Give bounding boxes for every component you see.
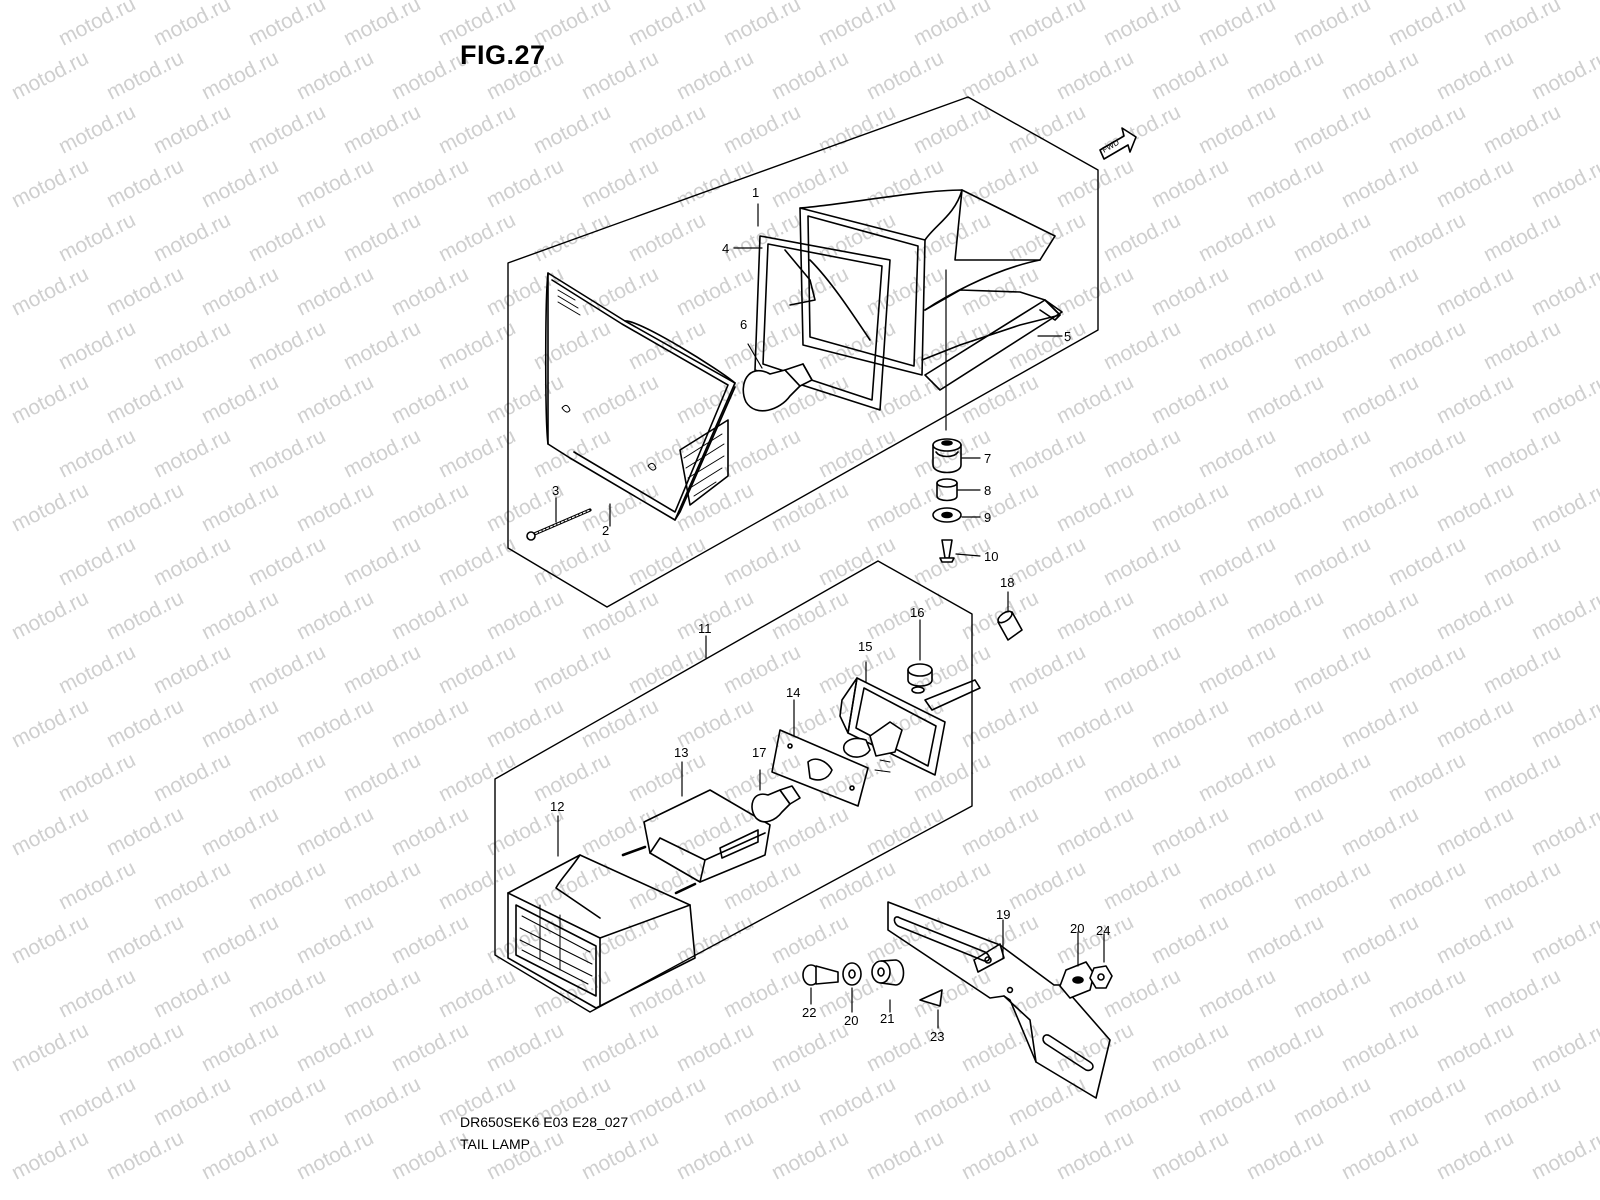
callout-7: 7: [984, 451, 992, 466]
model-code: DR650SEK6 E03 E28_027: [460, 1114, 629, 1130]
part-17-bulb: [751, 785, 801, 823]
figure-caption: TAIL LAMP: [460, 1136, 531, 1152]
callout-22: 22: [802, 1005, 817, 1020]
part-10-screw: [939, 539, 955, 563]
part-1-housing: [784, 189, 1061, 376]
part-19-bracket: [887, 901, 1111, 1099]
part-16-plug: [907, 663, 933, 694]
part-7-grommet: [932, 438, 962, 474]
callout-16: 16: [910, 605, 925, 620]
callout-19: 19: [996, 907, 1011, 922]
callout-1: 1: [752, 185, 760, 200]
part-4-gasket: [754, 235, 891, 411]
callout-2: 2: [602, 523, 610, 538]
callout-3: 3: [552, 483, 560, 498]
fwd-arrow-icon: FWD: [1099, 127, 1137, 160]
part-20-collar-right: [1059, 961, 1095, 999]
callout-17: 17: [752, 745, 767, 760]
part-2-lens: [544, 272, 736, 521]
callout-21: 21: [880, 1011, 895, 1026]
part-6-bulb: [742, 363, 813, 412]
part-14-gasket-plate: [771, 729, 869, 807]
part-12-lens-housing: [507, 845, 697, 1009]
callout-20-right: 20: [1070, 921, 1085, 936]
callout-8: 8: [984, 483, 992, 498]
callout-14: 14: [786, 685, 801, 700]
upper-assembly-frame: [507, 96, 1099, 608]
part-8-collar: [936, 478, 958, 502]
lower-assembly-frame: [494, 560, 973, 1013]
part-21-spacer: [871, 959, 905, 986]
callout-10: 10: [984, 549, 999, 564]
callout-20-left: 20: [844, 1013, 859, 1028]
callout-24: 24: [1096, 923, 1111, 938]
part-18-spacer: [997, 610, 1023, 641]
part-13-lens-cover: [643, 789, 771, 883]
callout-5: 5: [1064, 329, 1072, 344]
callout-18: 18: [1000, 575, 1015, 590]
part-24-nut: [1089, 965, 1113, 989]
part-23-clip: [919, 989, 943, 1007]
part-3-screw: [526, 508, 592, 541]
part-9-washer: [932, 507, 962, 523]
leader-lines: [555, 203, 1105, 1029]
callout-13: 13: [674, 745, 689, 760]
callout-6: 6: [740, 317, 748, 332]
callout-9: 9: [984, 510, 992, 525]
part-22-bolt: [802, 964, 839, 986]
callout-4: 4: [722, 241, 730, 256]
callout-11: 11: [698, 621, 712, 636]
callout-15: 15: [858, 639, 873, 654]
part-5-plate: [924, 299, 1063, 391]
figure-title: FIG.27: [460, 40, 546, 70]
callout-12: 12: [550, 799, 565, 814]
callout-23: 23: [930, 1029, 945, 1044]
part-15-socket-body: [839, 677, 981, 776]
part-20-washer-left: [842, 962, 862, 986]
